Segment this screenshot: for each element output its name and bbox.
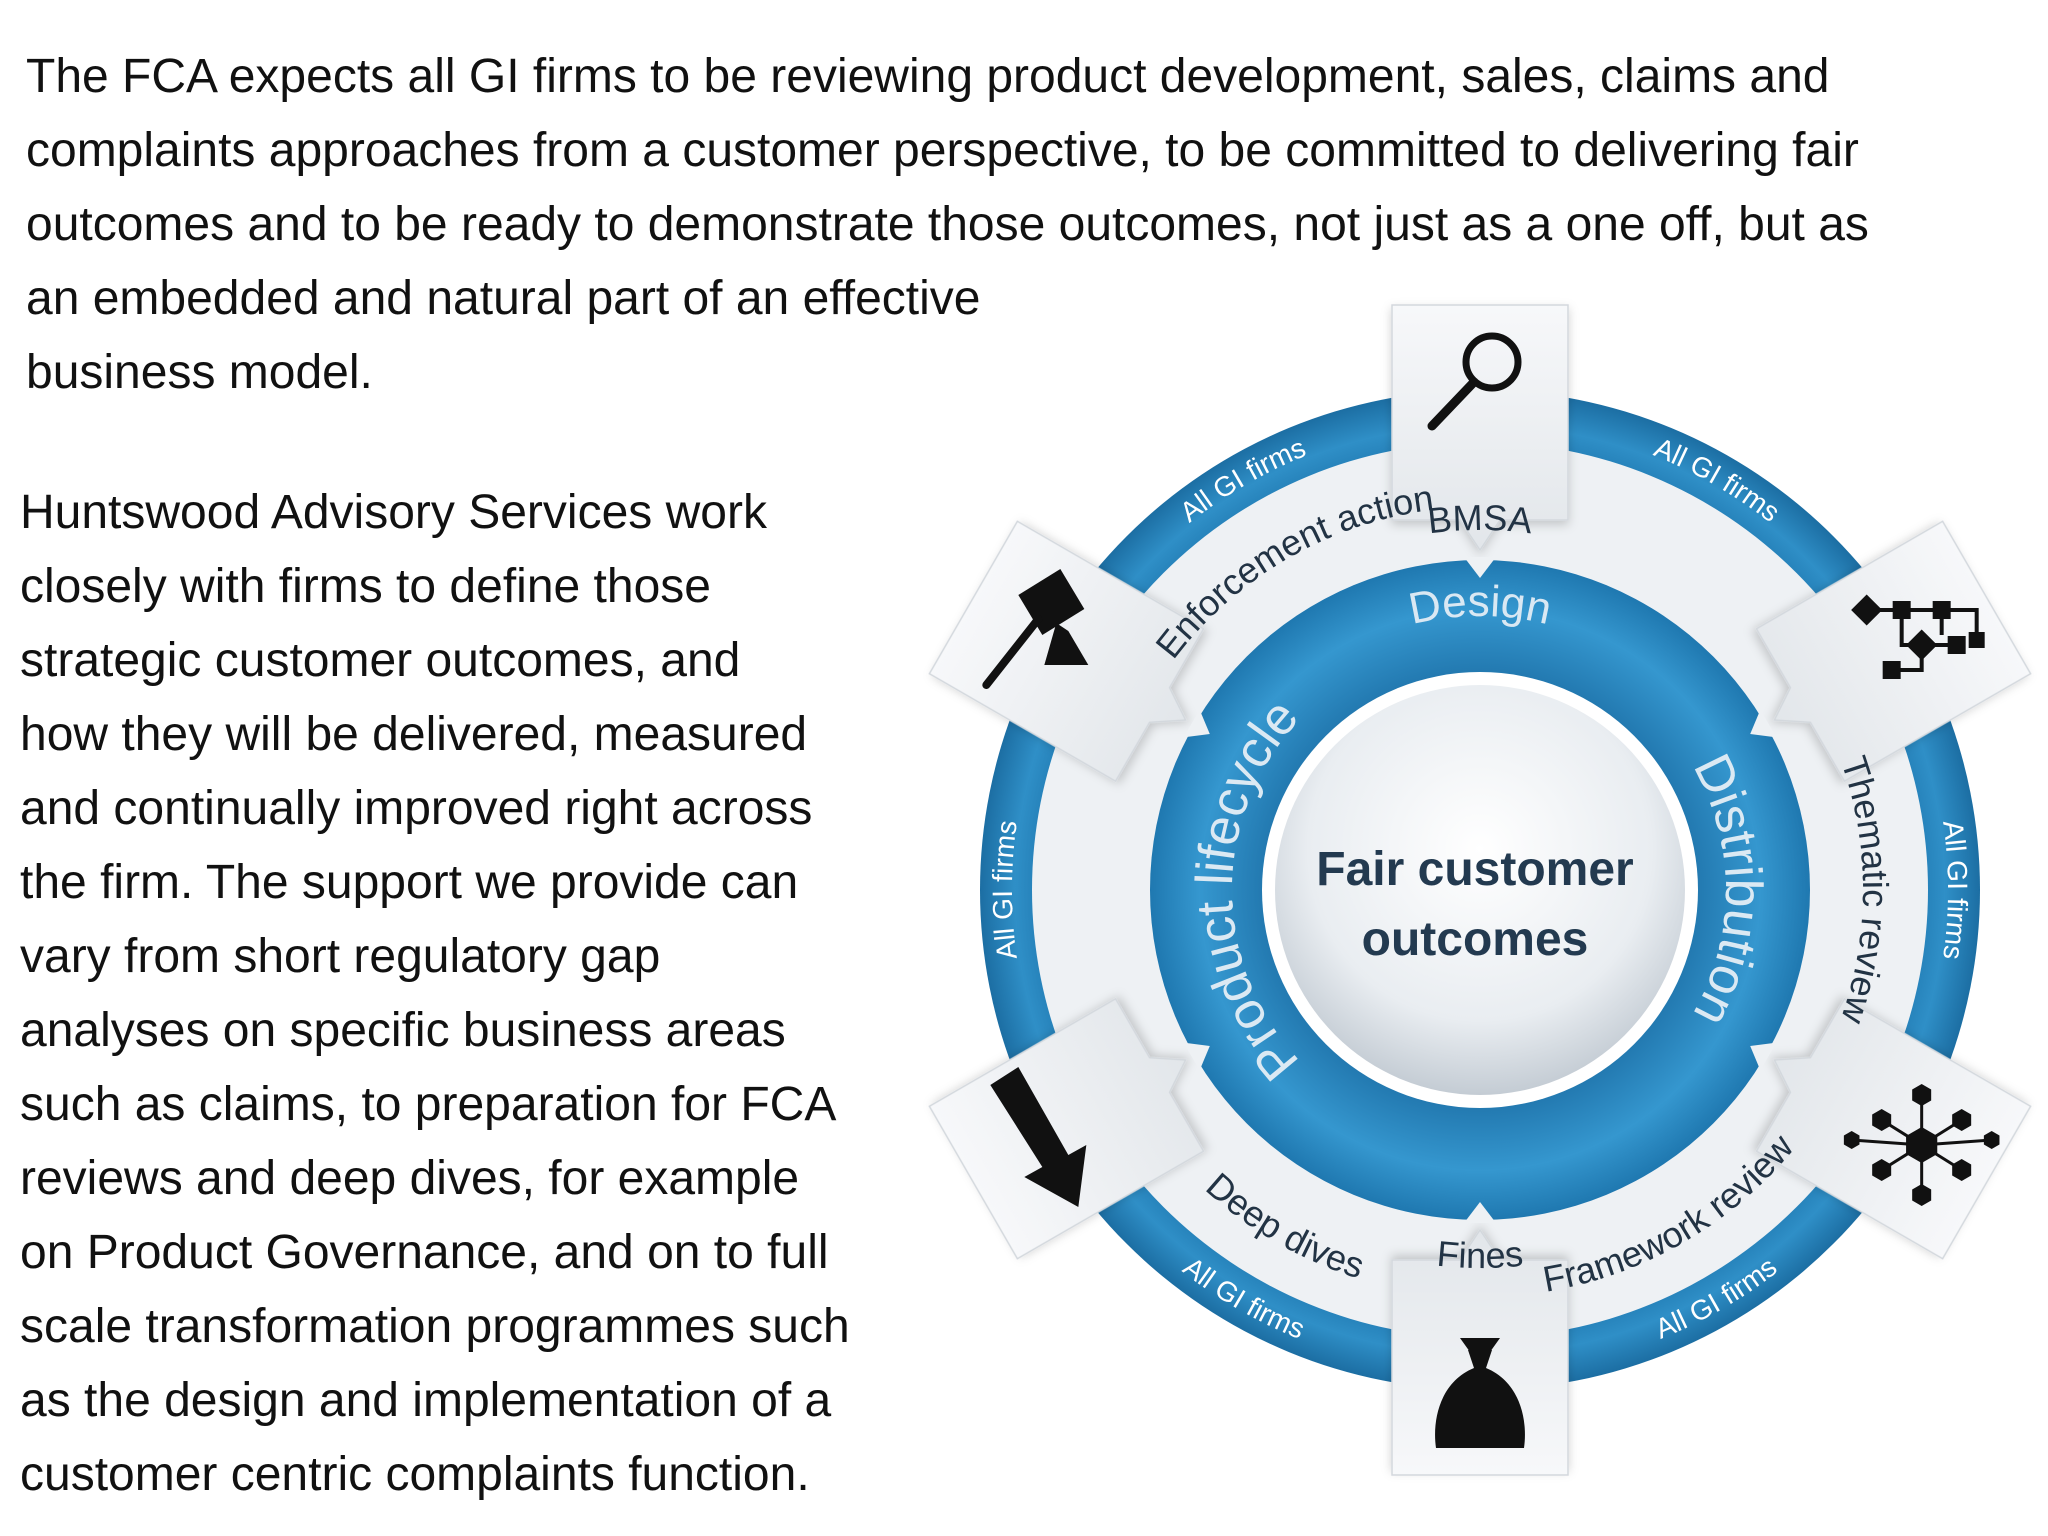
intro-paragraph: The FCA expects all GI firms to be revie… — [26, 40, 2026, 410]
body-line: the firm. The support we provide can — [20, 856, 799, 909]
body-line: Huntswood Advisory Services work — [20, 486, 767, 539]
middle-ring-label-bottom: Fines — [1435, 1233, 1524, 1276]
center-disc — [1275, 685, 1685, 1095]
center-title-line2: outcomes — [1362, 913, 1589, 966]
intro-line: business model. — [26, 346, 373, 399]
pointer-triangle — [1183, 709, 1210, 738]
middle-ring-label-top: BMSA — [1426, 497, 1535, 542]
body-line: such as claims, to preparation for FCA — [20, 1078, 837, 1131]
panel-group — [928, 304, 2032, 1476]
middle-ring-label-text: BMSA — [1426, 497, 1535, 542]
pointer-triangle — [1750, 709, 1777, 738]
inner-ring-label-text: Design — [1405, 577, 1556, 634]
body-line: as the design and implementation of a — [20, 1374, 832, 1427]
body-line: strategic customer outcomes, and — [20, 634, 741, 687]
pointer-triangle — [1464, 557, 1496, 578]
panel-shape — [1755, 520, 2032, 783]
body-line: on Product Governance, and on to full — [20, 1226, 829, 1279]
body-line: vary from short regulatory gap — [20, 930, 661, 983]
inner-ring-label-top: Design — [1405, 577, 1556, 634]
body-line: reviews and deep dives, for example — [20, 1152, 800, 1205]
middle-ring-label-text: Fines — [1435, 1233, 1524, 1276]
panel-down-arrow — [928, 997, 1205, 1260]
down-arrow-icon — [990, 1067, 1087, 1207]
panel-magnifier — [1391, 304, 1569, 552]
money-bag-icon — [1435, 1338, 1525, 1448]
intro-line: outcomes and to be ready to demonstrate … — [26, 198, 1869, 251]
intro-line: The FCA expects all GI firms to be revie… — [26, 50, 1830, 103]
panel-shape — [928, 997, 1205, 1260]
pointer-triangle — [1183, 1042, 1210, 1071]
gavel-icon — [982, 569, 1089, 689]
body-line: analyses on specific business areas — [20, 1004, 786, 1057]
body-line: scale transformation programmes such — [20, 1300, 850, 1353]
center-title-line1: Fair customer — [1316, 843, 1633, 896]
body-line: and continually improved right across — [20, 782, 813, 835]
body-line: how they will be delivered, measured — [20, 708, 808, 761]
network-icon — [1843, 1084, 2000, 1206]
intro-line: an embedded and natural part of an effec… — [26, 272, 981, 325]
pointer-triangle — [1464, 1202, 1496, 1223]
panel-shape — [1391, 304, 1569, 552]
intro-line: complaints approaches from a customer pe… — [26, 124, 1859, 177]
services-paragraph: Huntswood Advisory Services work closely … — [20, 476, 920, 1512]
body-line: closely with firms to define those — [20, 560, 711, 613]
panel-process-chart — [1755, 520, 2032, 783]
magnifier-icon — [1427, 332, 1522, 431]
body-line: customer centric complaints function. — [20, 1448, 810, 1501]
pointer-triangle — [1750, 1042, 1777, 1071]
